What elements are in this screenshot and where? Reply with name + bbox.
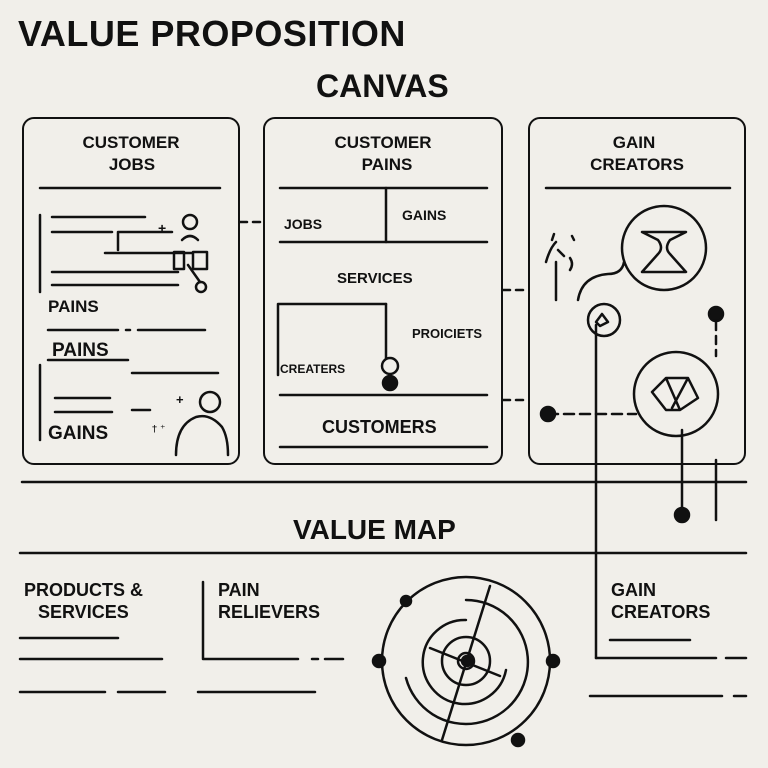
customer-jobs-heading-line-2: JOBS (108, 155, 156, 174)
node-filled-dot (399, 594, 413, 608)
customer-pains-heading-line-1: CUSTOMER (334, 133, 432, 152)
node-filled-dot (510, 732, 526, 748)
pain-relievers-label-line-2: RELIEVERS (218, 602, 321, 622)
node-filled-dot (673, 506, 691, 524)
pains-label: PAINS (48, 297, 99, 316)
pain-relievers-label-line-1: PAIN (218, 580, 260, 600)
creators-label: CREATERS (280, 362, 346, 376)
customer-pains-heading-line-2: PAINS (361, 155, 413, 174)
canvas-title-line-2: CANVAS (316, 68, 449, 104)
customer-jobs-heading: CUSTOMER JOBS (22, 132, 240, 176)
customer-jobs-heading-line-1: CUSTOMER (82, 133, 180, 152)
gain-creators-label-line-2: CREATORS (611, 602, 711, 622)
plus-mark: + (176, 392, 184, 407)
canvas-title-line-1: VALUE PROPOSITION (18, 13, 406, 54)
pains-label: PAINS (52, 340, 109, 361)
plus-mark: + (158, 220, 167, 236)
gain-creators-heading-line-2: CREATORS (590, 155, 684, 174)
customer-pains-heading: CUSTOMER PAINS (263, 132, 503, 176)
products-label: PROICIETS (412, 326, 483, 341)
node-filled-dot (545, 653, 561, 669)
value-map-title: VALUE MAP (293, 514, 456, 545)
node-filled-dot (460, 654, 474, 668)
services-label: SERVICES (337, 270, 413, 287)
customer-jobs-panel (22, 117, 240, 465)
gains-label: GAINS (402, 207, 447, 223)
customers-label: CUSTOMERS (322, 417, 437, 437)
target-spiral-icon (380, 575, 552, 747)
node-filled-dot (371, 653, 387, 669)
gain-creators-heading-line-1: GAIN (612, 133, 656, 152)
gain-creators-heading: GAIN CREATORS (528, 132, 746, 176)
products-services-label-line-2: SERVICES (38, 602, 129, 622)
gain-creators-label-line-1: GAIN (611, 580, 656, 600)
gains-label: GAINS (48, 423, 109, 444)
jobs-label: JOBS (284, 216, 323, 232)
products-services-label-line-1: PRODUCTS & (24, 580, 144, 600)
